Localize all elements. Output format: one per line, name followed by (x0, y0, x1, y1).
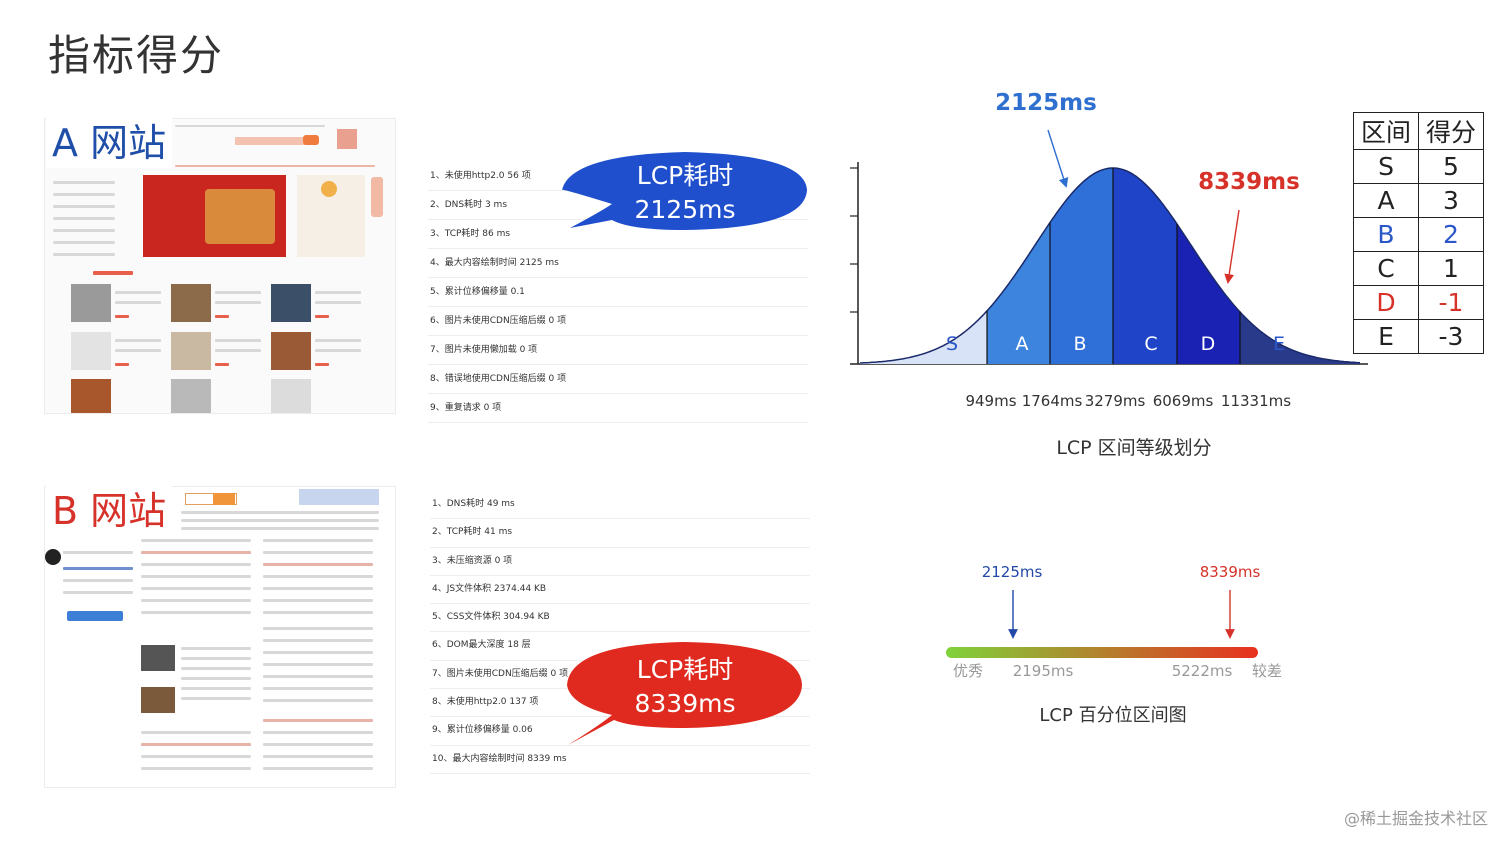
site-a-bubble-text: LCP耗时 2125ms (590, 158, 780, 228)
bell-segment (1177, 224, 1240, 364)
watermark: @稀土掘金技术社区 (1343, 809, 1488, 828)
table-cell-score: -3 (1418, 319, 1484, 354)
list-item: 1、DNS耗时 49 ms (430, 491, 810, 520)
grade-label-s: S (946, 333, 958, 355)
table-cell-score: 1 (1418, 251, 1484, 286)
table-header-score: 得分 (1418, 112, 1484, 150)
table-row: E -3 (1353, 319, 1484, 354)
table-row: A 3 (1353, 183, 1484, 218)
bubble-title: LCP耗时 (636, 161, 734, 190)
threshold-label: 6069ms (1153, 392, 1214, 410)
distribution-caption: LCP 区间等级划分 (1056, 437, 1211, 459)
list-item: 6、图片未使用CDN压缩后缀 0 项 (428, 307, 808, 336)
grade-label-a: A (1016, 333, 1029, 355)
site-a-label: A 网站 (46, 118, 173, 168)
list-item: 10、最大内容绘制时间 8339 ms (430, 746, 810, 774)
percentile-right-label: 较差 (1252, 662, 1282, 680)
bell-segment (1240, 311, 1360, 364)
bell-segment (860, 310, 987, 364)
site-a-metrics-list: 1、未使用http2.0 56 项 2、DNS耗时 3 ms 3、TCP耗时 8… (428, 162, 808, 423)
bell-outline (859, 167, 1361, 364)
table-row: S 5 (1353, 149, 1484, 184)
bubble-title: LCP耗时 (636, 655, 734, 684)
site-b-callout-bubble (567, 642, 802, 745)
slide-title: 指标得分 (48, 31, 225, 80)
curve-marker-a-arrow (1047, 129, 1069, 188)
list-item: 7、图片未使用懒加载 0 项 (428, 336, 808, 365)
table-row: 区间 得分 (1353, 112, 1484, 150)
bell-segment (1050, 168, 1113, 364)
table-cell-grade: B (1353, 217, 1419, 252)
site-b-bubble-text: LCP耗时 8339ms (590, 652, 780, 722)
list-item: 9、重复请求 0 项 (428, 394, 808, 423)
percentile-marker-b-label: 8339ms (1200, 563, 1261, 581)
bubble-value: 2125ms (634, 195, 736, 224)
list-item: 2、TCP耗时 41 ms (430, 519, 810, 548)
table-cell-grade: A (1353, 183, 1419, 218)
percentile-tick-label: 2195ms (1013, 662, 1074, 680)
list-item: 4、JS文件体积 2374.44 KB (430, 576, 810, 605)
threshold-label: 11331ms (1221, 392, 1291, 410)
bubble-value: 8339ms (634, 689, 736, 718)
percentile-left-label: 优秀 (953, 662, 983, 680)
list-item: 9、累计位移偏移量 0.06 (430, 717, 810, 746)
table-cell-score: 5 (1418, 149, 1484, 184)
table-row: B 2 (1353, 217, 1484, 252)
bell-segment (987, 222, 1050, 364)
site-a-callout-bubble (561, 152, 807, 230)
bell-curve (859, 167, 1361, 364)
grade-label-c: C (1144, 333, 1157, 355)
score-table: 区间 得分 S 5 A 3 B 2 C 1 D -1 E -3 (1353, 112, 1484, 354)
threshold-label: 1764ms (1022, 392, 1083, 410)
site-b-label: B 网站 (46, 486, 173, 536)
curve-marker-b-label: 8339ms (1198, 169, 1300, 195)
list-item: 8、错误地使用CDN压缩后缀 0 项 (428, 365, 808, 394)
grade-label-e: E (1273, 333, 1285, 355)
curve-marker-b-arrow (1224, 209, 1240, 284)
percentile-tick-label: 5222ms (1172, 662, 1233, 680)
list-item: 5、累计位移偏移量 0.1 (428, 278, 808, 307)
curve-marker-a-label: 2125ms (995, 90, 1097, 116)
list-item: 3、未压缩资源 0 项 (430, 548, 810, 576)
table-cell-score: -1 (1418, 285, 1484, 320)
percentile-caption: LCP 百分位区间图 (1039, 705, 1186, 726)
list-item: 5、CSS文件体积 304.94 KB (430, 604, 810, 633)
percentile-marker-a-label: 2125ms (982, 563, 1043, 581)
list-item: 4、最大内容绘制时间 2125 ms (428, 249, 808, 278)
grade-label-d: D (1201, 333, 1216, 355)
bell-segment (1113, 168, 1177, 364)
table-cell-score: 3 (1418, 183, 1484, 218)
site-b-screenshot (44, 486, 396, 788)
table-row: D -1 (1353, 285, 1484, 320)
table-cell-grade: D (1353, 285, 1419, 320)
table-cell-score: 2 (1418, 217, 1484, 252)
table-row: C 1 (1353, 251, 1484, 286)
table-header-range: 区间 (1353, 112, 1419, 150)
table-cell-grade: E (1353, 319, 1419, 354)
threshold-label: 3279ms (1085, 392, 1146, 410)
list-item: 3、TCP耗时 86 ms (428, 220, 808, 249)
table-cell-grade: C (1353, 251, 1419, 286)
percentile-gradient-bar (946, 647, 1258, 658)
grade-label-b: B (1073, 333, 1086, 355)
table-cell-grade: S (1353, 149, 1419, 184)
threshold-label: 949ms (965, 392, 1016, 410)
